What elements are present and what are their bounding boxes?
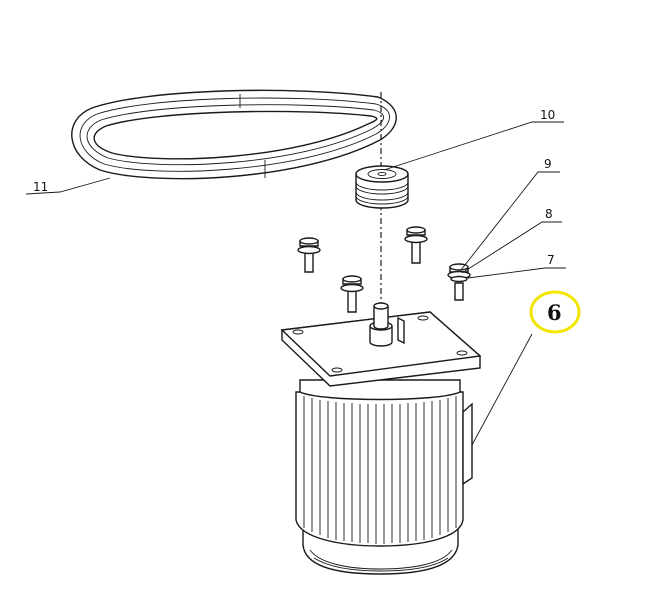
callout-label-6: 6 <box>547 300 562 325</box>
callout-label-10: 10 <box>540 108 555 122</box>
callout-leaders <box>25 121 566 446</box>
v-belt <box>71 89 397 180</box>
shaft-key <box>397 316 405 345</box>
terminal-box <box>462 402 473 486</box>
callout-label-9: 9 <box>544 157 552 171</box>
bolt-washer-assembly <box>447 263 471 301</box>
pulley <box>355 165 409 209</box>
bolt-left <box>297 237 321 273</box>
bolt-front <box>340 275 364 313</box>
motor-cooling-fins <box>303 396 457 544</box>
motor-shaft <box>369 302 393 347</box>
callout-label-8: 8 <box>545 207 553 221</box>
callout-label-7: 7 <box>547 253 555 267</box>
motor <box>280 302 482 575</box>
highlight-callout: 6 <box>529 290 581 334</box>
highlight-ring <box>529 290 581 334</box>
callout-label-11: 11 <box>33 180 48 194</box>
bolt-right <box>404 226 428 264</box>
